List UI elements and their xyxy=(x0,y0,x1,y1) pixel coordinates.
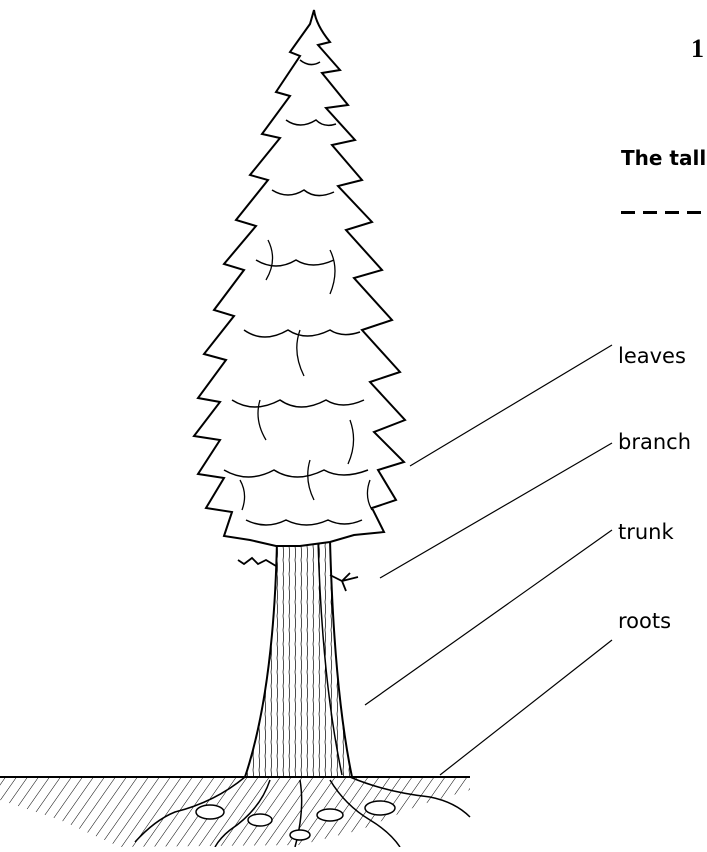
leaves xyxy=(194,10,405,546)
leader-line-leaves xyxy=(410,345,612,466)
label-trunk: trunk xyxy=(618,522,674,543)
ground xyxy=(0,777,470,847)
leader-line-trunk xyxy=(365,530,612,705)
label-roots: roots xyxy=(618,611,671,632)
label-leaves: leaves xyxy=(618,346,686,367)
trunk xyxy=(245,540,352,777)
leader-line-roots xyxy=(440,640,612,775)
page-number: 1 xyxy=(691,36,704,62)
leader-lines xyxy=(365,345,612,775)
label-branch: branch xyxy=(618,432,691,453)
answer-blank xyxy=(621,211,707,214)
caption-text: The tall xyxy=(621,148,706,168)
